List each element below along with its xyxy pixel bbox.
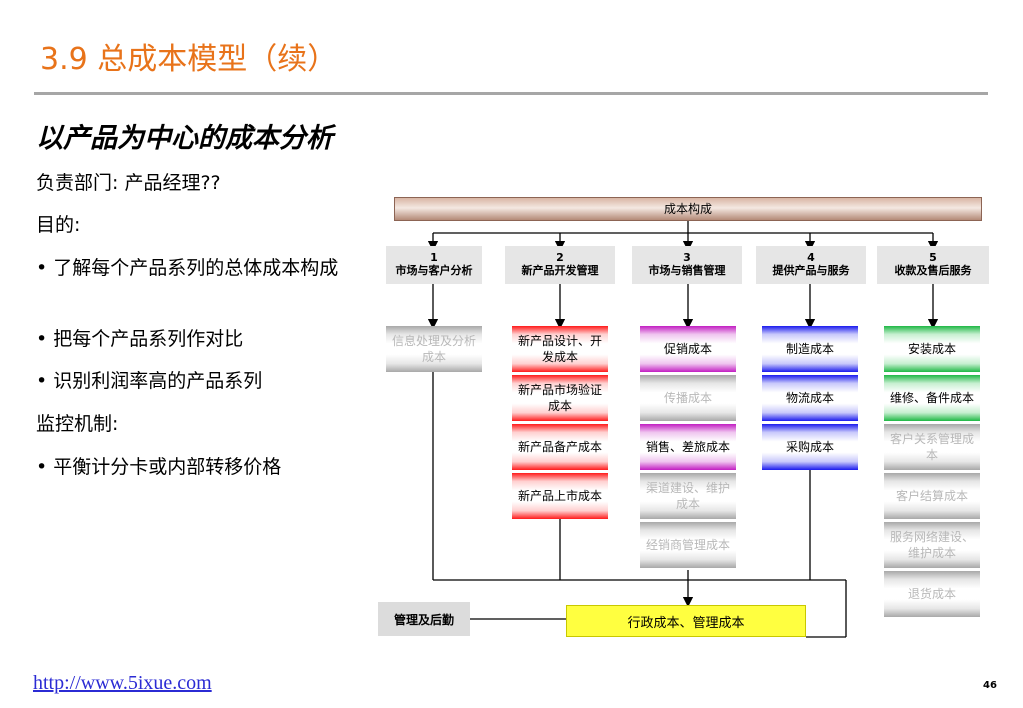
cost-box: 销售、差旅成本: [640, 424, 736, 470]
monitor-item: • 平衡计分卡或内部转移价格: [36, 456, 282, 478]
cost-box: 促销成本: [640, 326, 736, 372]
purpose-item: • 了解每个产品系列的总体成本构成: [36, 257, 339, 279]
slide-subtitle: 以产品为中心的成本分析: [36, 123, 333, 154]
monitor-label: 监控机制:: [36, 413, 119, 435]
dept-name: 市场与客户分析: [395, 264, 473, 277]
dept-number: 5: [929, 251, 937, 264]
purpose-label: 目的:: [36, 214, 81, 236]
cost-box: 服务网络建设、维护成本: [884, 522, 980, 568]
dept-number: 2: [556, 251, 564, 264]
dept-name: 市场与销售管理: [648, 264, 726, 277]
cost-box: 物流成本: [762, 375, 858, 421]
cost-composition-bar: 成本构成: [394, 197, 982, 221]
dept-market-analysis: 1 市场与客户分析: [386, 246, 482, 284]
dept-number: 3: [683, 251, 691, 264]
cost-box: 安装成本: [884, 326, 980, 372]
cost-box: 客户结算成本: [884, 473, 980, 519]
dept-after-sales: 5 收款及售后服务: [877, 246, 989, 284]
cost-box: 新产品上市成本: [512, 473, 608, 519]
cost-box: 新产品市场验证成本: [512, 375, 608, 421]
purpose-item: • 把每个产品系列作对比: [36, 328, 244, 350]
footer-link[interactable]: http://www.5ixue.com: [33, 672, 212, 694]
cost-box: 信息处理及分析成本: [386, 326, 482, 372]
cost-box: 渠道建设、维护成本: [640, 473, 736, 519]
cost-box: 采购成本: [762, 424, 858, 470]
page-number: 46: [983, 680, 997, 691]
title-divider: [34, 92, 988, 95]
dept-name: 提供产品与服务: [772, 264, 850, 277]
dept-number: 4: [807, 251, 815, 264]
responsible-dept: 负责部门: 产品经理??: [36, 172, 221, 194]
dept-number: 1: [430, 251, 438, 264]
cost-box: 客户关系管理成本: [884, 424, 980, 470]
dept-provide-service: 4 提供产品与服务: [756, 246, 866, 284]
cost-box: 新产品设计、开发成本: [512, 326, 608, 372]
cost-box: 经销商管理成本: [640, 522, 736, 568]
dept-product-dev: 2 新产品开发管理: [505, 246, 615, 284]
cost-box: 制造成本: [762, 326, 858, 372]
cost-box: 新产品备产成本: [512, 424, 608, 470]
cost-box: 退货成本: [884, 571, 980, 617]
slide-title: 3.9 总成本模型（续）: [40, 42, 338, 77]
management-logistics-box: 管理及后勤: [378, 602, 470, 636]
cost-box: 传播成本: [640, 375, 736, 421]
purpose-item: • 识别利润率高的产品系列: [36, 370, 263, 392]
admin-cost-box: 行政成本、管理成本: [566, 605, 806, 637]
dept-sales: 3 市场与销售管理: [632, 246, 742, 284]
cost-box: 维修、备件成本: [884, 375, 980, 421]
dept-name: 新产品开发管理: [521, 264, 599, 277]
dept-name: 收款及售后服务: [894, 264, 972, 277]
